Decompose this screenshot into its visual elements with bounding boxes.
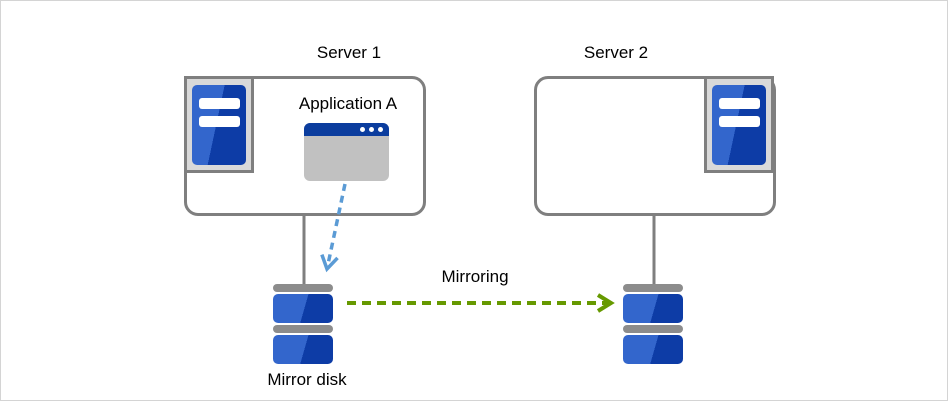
window-dot: [360, 127, 365, 132]
disk-platter: [273, 294, 333, 323]
server2-label: Server 2: [583, 43, 649, 62]
server-tower-icon: [192, 84, 246, 165]
window-dot: [378, 127, 383, 132]
server-tower-icon: [712, 84, 766, 165]
server-slot-bar: [718, 97, 760, 109]
application-label: Application A: [298, 94, 398, 113]
server1-label: Server 1: [316, 43, 382, 62]
server-slot-bar: [718, 115, 760, 127]
mirror-disk-secondary-icon: [623, 284, 683, 364]
mirror-disk-label: Mirror disk: [267, 370, 347, 389]
app-write-arrow: [320, 183, 347, 273]
mirror-disk-primary-icon: [273, 284, 333, 364]
disk-platter: [273, 335, 333, 364]
disk-platter: [623, 335, 683, 364]
application-window-icon: [304, 123, 389, 181]
server1-icon-frame: [184, 76, 254, 173]
disk-cap: [623, 284, 683, 292]
server-slot-bar: [198, 115, 240, 127]
window-titlebar: [304, 123, 389, 136]
disk-cap: [273, 325, 333, 333]
server-slot-bar: [198, 97, 240, 109]
disk-platter: [623, 294, 683, 323]
disk-cap: [273, 284, 333, 292]
disk-cap: [623, 325, 683, 333]
mirroring-label: Mirroring: [441, 267, 509, 286]
server2-icon-frame: [704, 76, 774, 173]
window-dot: [369, 127, 374, 132]
